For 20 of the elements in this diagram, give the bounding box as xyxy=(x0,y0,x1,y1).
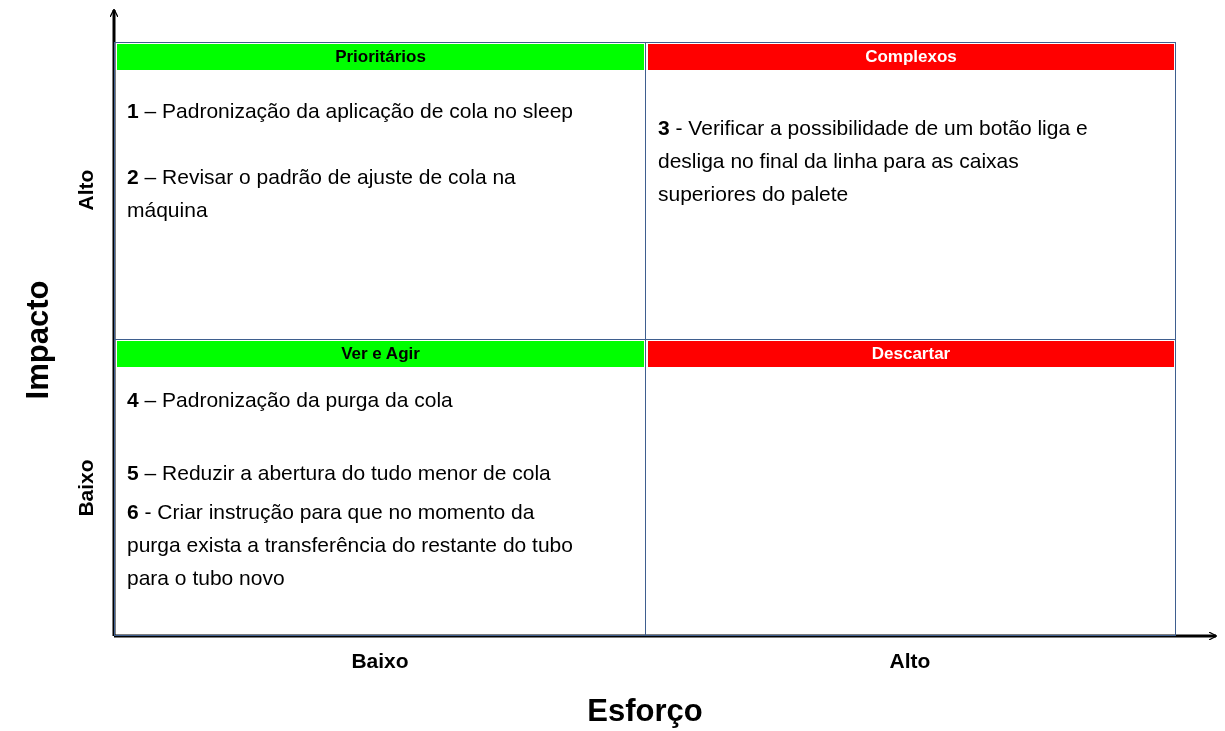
quadrant-header: Descartar xyxy=(648,341,1174,367)
impact-level: Baixo xyxy=(74,459,98,517)
impact-level: Alto xyxy=(74,169,98,211)
action-item: 5 – Reduzir a abertura do tudo menor de cola xyxy=(127,460,552,486)
effort-level: Baixo xyxy=(351,649,409,673)
action-item: 2 – Revisar o padrão de ajuste de cola na máquina xyxy=(127,164,517,223)
quadrant-panel xyxy=(645,339,1176,636)
quadrant-panel xyxy=(645,42,1176,340)
quadrant-header: Ver e Agir xyxy=(117,341,644,367)
quadrant-panel xyxy=(114,42,646,340)
action-item: 3 - Verificar a possibilidade de um botão liga e desliga no final da linha para as caixas superiores do palete xyxy=(658,115,1089,207)
axis-title: Impacto xyxy=(20,280,56,400)
action-item: 4 – Padronização da purga da cola xyxy=(127,387,454,413)
quadrant-header: Prioritários xyxy=(117,44,644,70)
axis-title: Esforço xyxy=(587,693,703,729)
quadrant-header: Complexos xyxy=(648,44,1174,70)
quadrant-panel xyxy=(114,339,646,636)
action-item: 1 – Padronização da aplicação de cola no sleep xyxy=(127,98,574,124)
effort-level: Alto xyxy=(889,649,931,673)
action-item: 6 - Criar instrução para que no momento da purga exista a transferência do restante do tubo para o tubo novo xyxy=(127,499,574,591)
